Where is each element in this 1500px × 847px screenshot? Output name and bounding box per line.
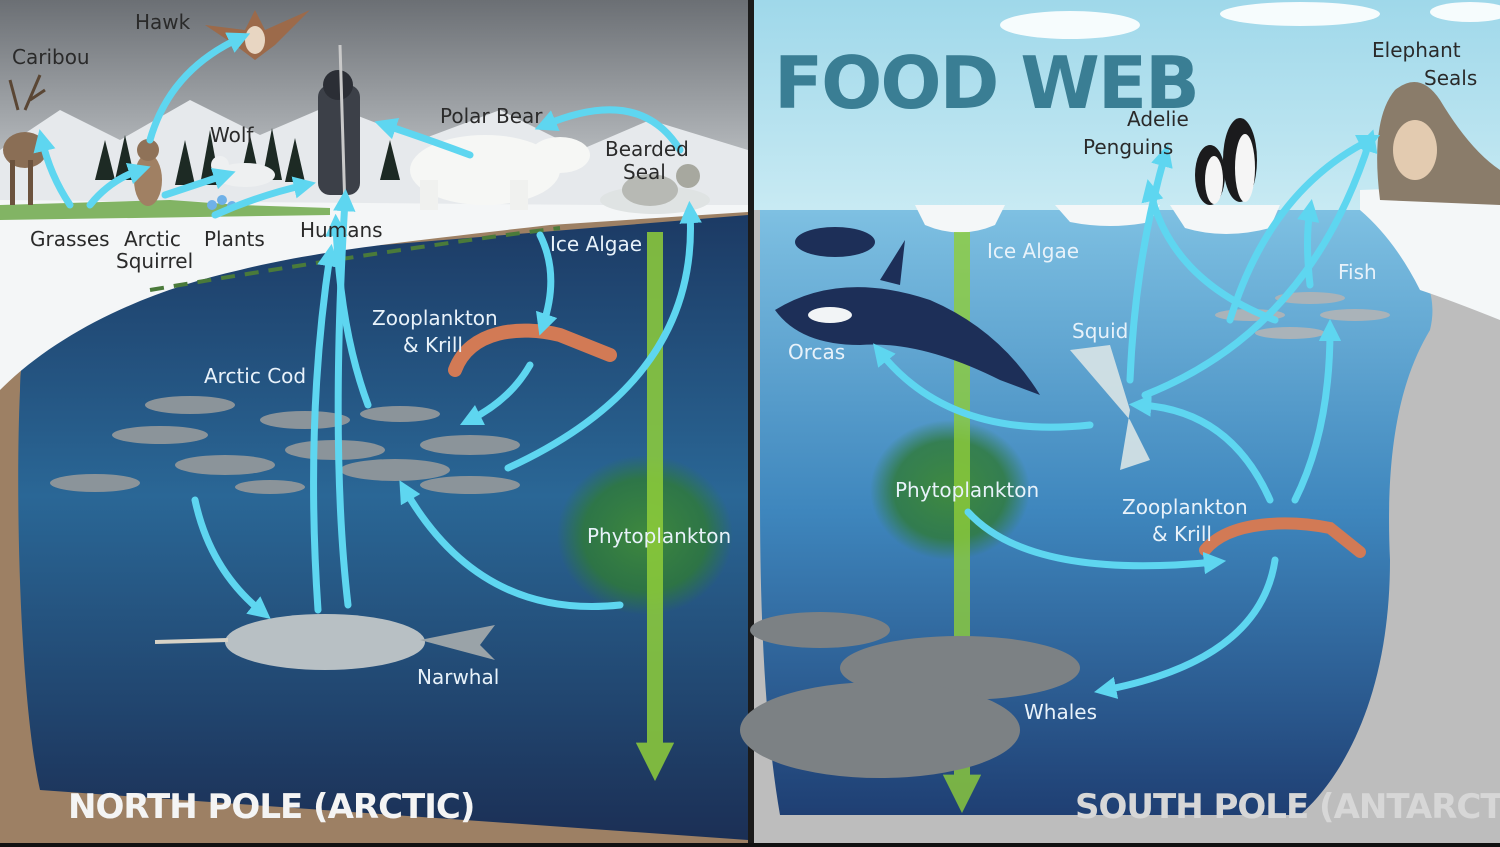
- arctic-phytoplankton-cloud: [557, 455, 733, 615]
- polar-bear: [410, 135, 590, 210]
- label-arctic-cod: Arctic Cod: [204, 364, 306, 388]
- label-phytoplankton-antarctic: Phytoplankton: [895, 478, 1039, 502]
- antarctic-heading: SOUTH POLE (ANTARCTIC): [1075, 787, 1500, 827]
- label-zooplankton-antarctic-1: Zooplankton: [1122, 495, 1248, 519]
- elephant-seal: [1377, 82, 1500, 205]
- label-whales: Whales: [1024, 700, 1097, 724]
- arctic-panel: Hawk Caribou Wolf Polar Bear Bearded Sea…: [0, 0, 749, 843]
- human: [318, 44, 360, 211]
- label-arctic-squirrel-2: Squirrel: [116, 249, 193, 273]
- squid: [1070, 345, 1150, 470]
- label-polar-bear: Polar Bear: [440, 104, 543, 128]
- bearded-seal: [600, 164, 710, 214]
- label-zooplankton-arctic-2: & Krill: [403, 333, 463, 357]
- antarctic-sky: [754, 0, 1500, 210]
- label-fish: Fish: [1338, 260, 1377, 284]
- arctic-ice-shelf: [0, 200, 748, 390]
- label-plants: Plants: [204, 227, 265, 251]
- caribou: [3, 74, 47, 205]
- arctic-heading: NORTH POLE (ARCTIC): [68, 787, 474, 827]
- arctic-arrows: [33, 32, 702, 620]
- krill-antarctic: [1199, 517, 1366, 558]
- label-phytoplankton-arctic: Phytoplankton: [587, 524, 731, 548]
- grass-patch: [0, 200, 330, 220]
- adelie-penguins: [1195, 118, 1257, 205]
- label-squid: Squid: [1072, 319, 1128, 343]
- antarctic-panel: FOOD WEB Elephant Seals Adelie Penguins …: [740, 0, 1500, 843]
- antarctic-ice-floes: [915, 185, 1500, 320]
- label-hawk: Hawk: [135, 10, 191, 34]
- label-caribou: Caribou: [12, 45, 90, 69]
- label-wolf: Wolf: [210, 123, 254, 147]
- label-ice-algae-antarctic: Ice Algae: [987, 239, 1079, 263]
- antarctic-arrows: [873, 129, 1381, 699]
- clouds: [1000, 2, 1500, 39]
- whales: [740, 612, 1080, 778]
- label-arctic-squirrel-1: Arctic: [124, 227, 181, 251]
- arctic-cod-school: [50, 396, 520, 494]
- label-adelie-1: Adelie: [1127, 107, 1189, 131]
- page-title: FOOD WEB: [774, 41, 1198, 125]
- label-zooplankton-antarctic-2: & Krill: [1152, 522, 1212, 546]
- label-elephant-seals-1: Elephant: [1372, 38, 1461, 62]
- label-adelie-2: Penguins: [1083, 135, 1173, 159]
- label-bearded-seal-2: Seal: [623, 160, 666, 184]
- label-zooplankton-arctic-1: Zooplankton: [372, 306, 498, 330]
- orcas: [775, 227, 1040, 395]
- label-bearded-seal-1: Bearded: [605, 137, 689, 161]
- narwhal: [154, 614, 495, 670]
- panel-divider: [748, 0, 754, 843]
- label-humans: Humans: [300, 218, 383, 242]
- ice-algae-strip: [149, 226, 561, 292]
- antarctic-phytoplankton-cloud: [870, 420, 1030, 560]
- label-ice-algae-arctic: Ice Algae: [550, 232, 642, 256]
- label-orcas: Orcas: [788, 340, 845, 364]
- label-elephant-seals-2: Seals: [1424, 66, 1477, 90]
- label-narwhal: Narwhal: [417, 665, 499, 689]
- arctic-ocean: [18, 215, 749, 840]
- label-grasses: Grasses: [30, 227, 110, 251]
